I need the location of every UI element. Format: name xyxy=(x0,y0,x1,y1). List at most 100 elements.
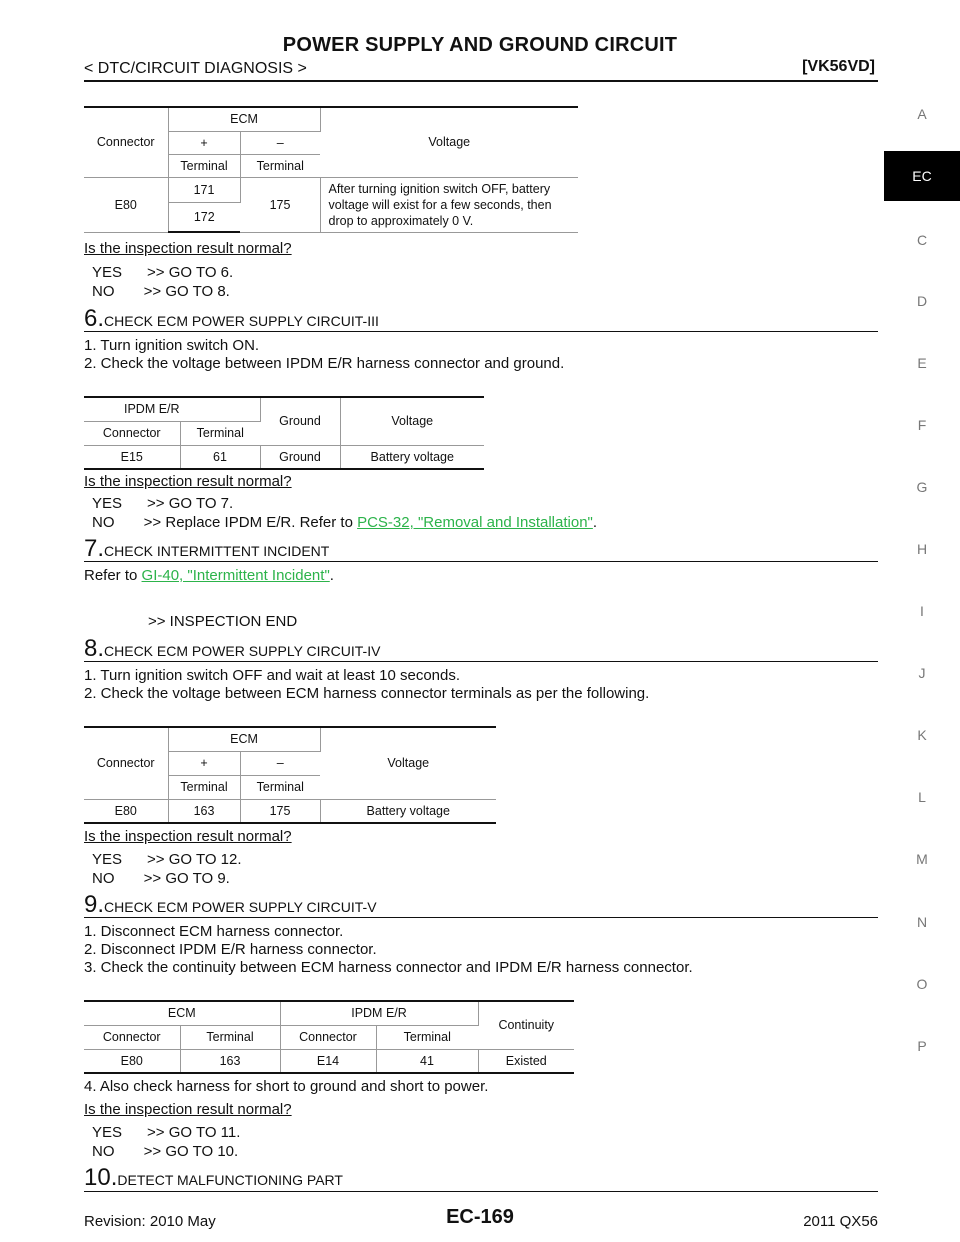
table-cell: Existed xyxy=(478,1049,574,1074)
side-tab-d[interactable]: D xyxy=(916,293,928,309)
step-heading: 8.CHECK ECM POWER SUPPLY CIRCUIT-IV xyxy=(84,635,381,662)
table-header: Continuity xyxy=(478,1001,574,1050)
table-header: Connector xyxy=(84,107,169,178)
table-cell: After turning ignition switch OFF, batte… xyxy=(320,177,578,233)
step-rule xyxy=(84,1191,878,1192)
no-branch: NO >> GO TO 8. xyxy=(92,283,230,300)
instruction: 1. Turn ignition switch ON. xyxy=(84,337,260,354)
side-tab-m[interactable]: M xyxy=(916,851,928,867)
header-rule xyxy=(84,80,878,82)
revision-date: Revision: 2010 May xyxy=(84,1213,216,1230)
table-cell: 175 xyxy=(240,177,321,233)
table-cell: 172 xyxy=(168,202,240,233)
side-tab-j[interactable]: J xyxy=(918,665,926,681)
table-cell: E15 xyxy=(84,445,181,470)
instruction: 3. Check the continuity between ECM harn… xyxy=(84,959,693,976)
table-header: Connector xyxy=(84,421,181,446)
no-branch: NO >> Replace IPDM E/R. Refer to PCS-32,… xyxy=(92,514,598,531)
table-header: Terminal xyxy=(168,775,241,800)
table-header: Ground xyxy=(260,397,341,446)
instruction: 4. Also check harness for short to groun… xyxy=(84,1078,489,1095)
table-header: ECM xyxy=(168,727,321,752)
gi-40-link[interactable]: GI-40, "Intermittent Incident" xyxy=(141,567,330,584)
yes-branch: YES >> GO TO 12. xyxy=(92,851,242,868)
instruction: 2. Disconnect IPDM E/R harness connector… xyxy=(84,941,377,958)
table-header: + xyxy=(168,131,241,155)
table-header: IPDM E/R xyxy=(84,397,261,422)
step-rule xyxy=(84,661,878,662)
ecm-voltage-table-2: Connector ECM Voltage + – Terminal Termi… xyxy=(84,726,496,824)
table-cell: Ground xyxy=(260,445,341,470)
step-rule xyxy=(84,331,878,332)
side-tab-a[interactable]: A xyxy=(917,106,927,122)
table-cell: 175 xyxy=(240,799,321,824)
step-rule xyxy=(84,561,878,562)
yes-branch: YES >> GO TO 7. xyxy=(92,495,234,512)
page-number: EC-169 xyxy=(446,1206,514,1228)
table-cell: Battery voltage xyxy=(340,445,484,470)
table-cell: 41 xyxy=(376,1049,479,1074)
side-tab-f[interactable]: F xyxy=(917,417,927,433)
instruction: 1. Disconnect ECM harness connector. xyxy=(84,923,344,940)
side-tab-e[interactable]: E xyxy=(917,355,927,371)
side-tab-n[interactable]: N xyxy=(916,914,928,930)
side-tab-p[interactable]: P xyxy=(917,1038,927,1054)
table-header: Connector xyxy=(84,1025,181,1050)
ipdm-voltage-table: IPDM E/R Ground Voltage Connector Termin… xyxy=(84,396,484,470)
instruction: 2. Check the voltage between IPDM E/R ha… xyxy=(84,355,565,372)
table-cell: 163 xyxy=(180,1049,281,1074)
table-header: + xyxy=(168,751,241,776)
side-tab-i[interactable]: I xyxy=(920,603,924,619)
table-header: Voltage xyxy=(340,397,484,446)
table-header: Voltage xyxy=(320,727,496,800)
instruction: 1. Turn ignition switch OFF and wait at … xyxy=(84,667,461,684)
instruction: 2. Check the voltage between ECM harness… xyxy=(84,685,650,702)
side-tab-g[interactable]: G xyxy=(916,479,928,495)
step-heading: 10.DETECT MALFUNCTIONING PART xyxy=(84,1164,343,1191)
side-tab-l[interactable]: L xyxy=(918,789,926,805)
table-header: Terminal xyxy=(240,154,320,178)
section-subtitle: < DTC/CIRCUIT DIAGNOSIS > xyxy=(84,60,307,77)
step-rule xyxy=(84,917,878,918)
table-header: Terminal xyxy=(180,421,260,446)
side-tab-ec[interactable]: EC xyxy=(884,151,960,201)
table-header: – xyxy=(240,751,320,776)
table-header: Terminal xyxy=(240,775,320,800)
table-header: ECM xyxy=(168,107,321,132)
table-cell: 61 xyxy=(180,445,261,470)
table-cell: E80 xyxy=(84,799,169,824)
inspection-end: >> INSPECTION END xyxy=(148,613,298,630)
table-header: Voltage xyxy=(320,107,578,178)
continuity-table: ECM IPDM E/R Continuity Connector Termin… xyxy=(84,1000,574,1074)
table-header: Connector xyxy=(280,1025,377,1050)
pcs-32-link[interactable]: PCS-32, "Removal and Installation" xyxy=(357,514,593,531)
side-tab-o[interactable]: O xyxy=(916,976,928,992)
table-cell: 171 xyxy=(168,177,241,203)
yes-branch: YES >> GO TO 11. xyxy=(92,1124,241,1141)
table-header: Terminal xyxy=(168,154,241,178)
inspection-question: Is the inspection result normal? xyxy=(84,1101,292,1118)
step-heading: 9.CHECK ECM POWER SUPPLY CIRCUIT-V xyxy=(84,891,377,918)
side-tab-h[interactable]: H xyxy=(916,541,928,557)
table-cell: 163 xyxy=(168,799,241,824)
table-header: ECM xyxy=(84,1001,281,1026)
step-heading: 6.CHECK ECM POWER SUPPLY CIRCUIT-III xyxy=(84,305,379,332)
table-header: Connector xyxy=(84,727,169,800)
table-cell: Battery voltage xyxy=(320,799,496,824)
no-branch: NO >> GO TO 9. xyxy=(92,870,230,887)
side-tab-k[interactable]: K xyxy=(917,727,927,743)
no-branch: NO >> GO TO 10. xyxy=(92,1143,239,1160)
table-cell: E14 xyxy=(280,1049,377,1074)
instruction: Refer to GI-40, "Intermittent Incident". xyxy=(84,567,334,584)
engine-model: [VK56VD] xyxy=(802,58,875,75)
inspection-question: Is the inspection result normal? xyxy=(84,828,292,845)
inspection-question: Is the inspection result normal? xyxy=(84,473,292,490)
table-cell: E80 xyxy=(84,177,169,233)
step-heading: 7.CHECK INTERMITTENT INCIDENT xyxy=(84,535,330,562)
table-cell: E80 xyxy=(84,1049,181,1074)
table-header: Terminal xyxy=(180,1025,281,1050)
yes-branch: YES >> GO TO 6. xyxy=(92,264,234,281)
inspection-question: Is the inspection result normal? xyxy=(84,240,292,257)
side-tab-c[interactable]: C xyxy=(916,232,928,248)
table-header: – xyxy=(240,131,320,155)
